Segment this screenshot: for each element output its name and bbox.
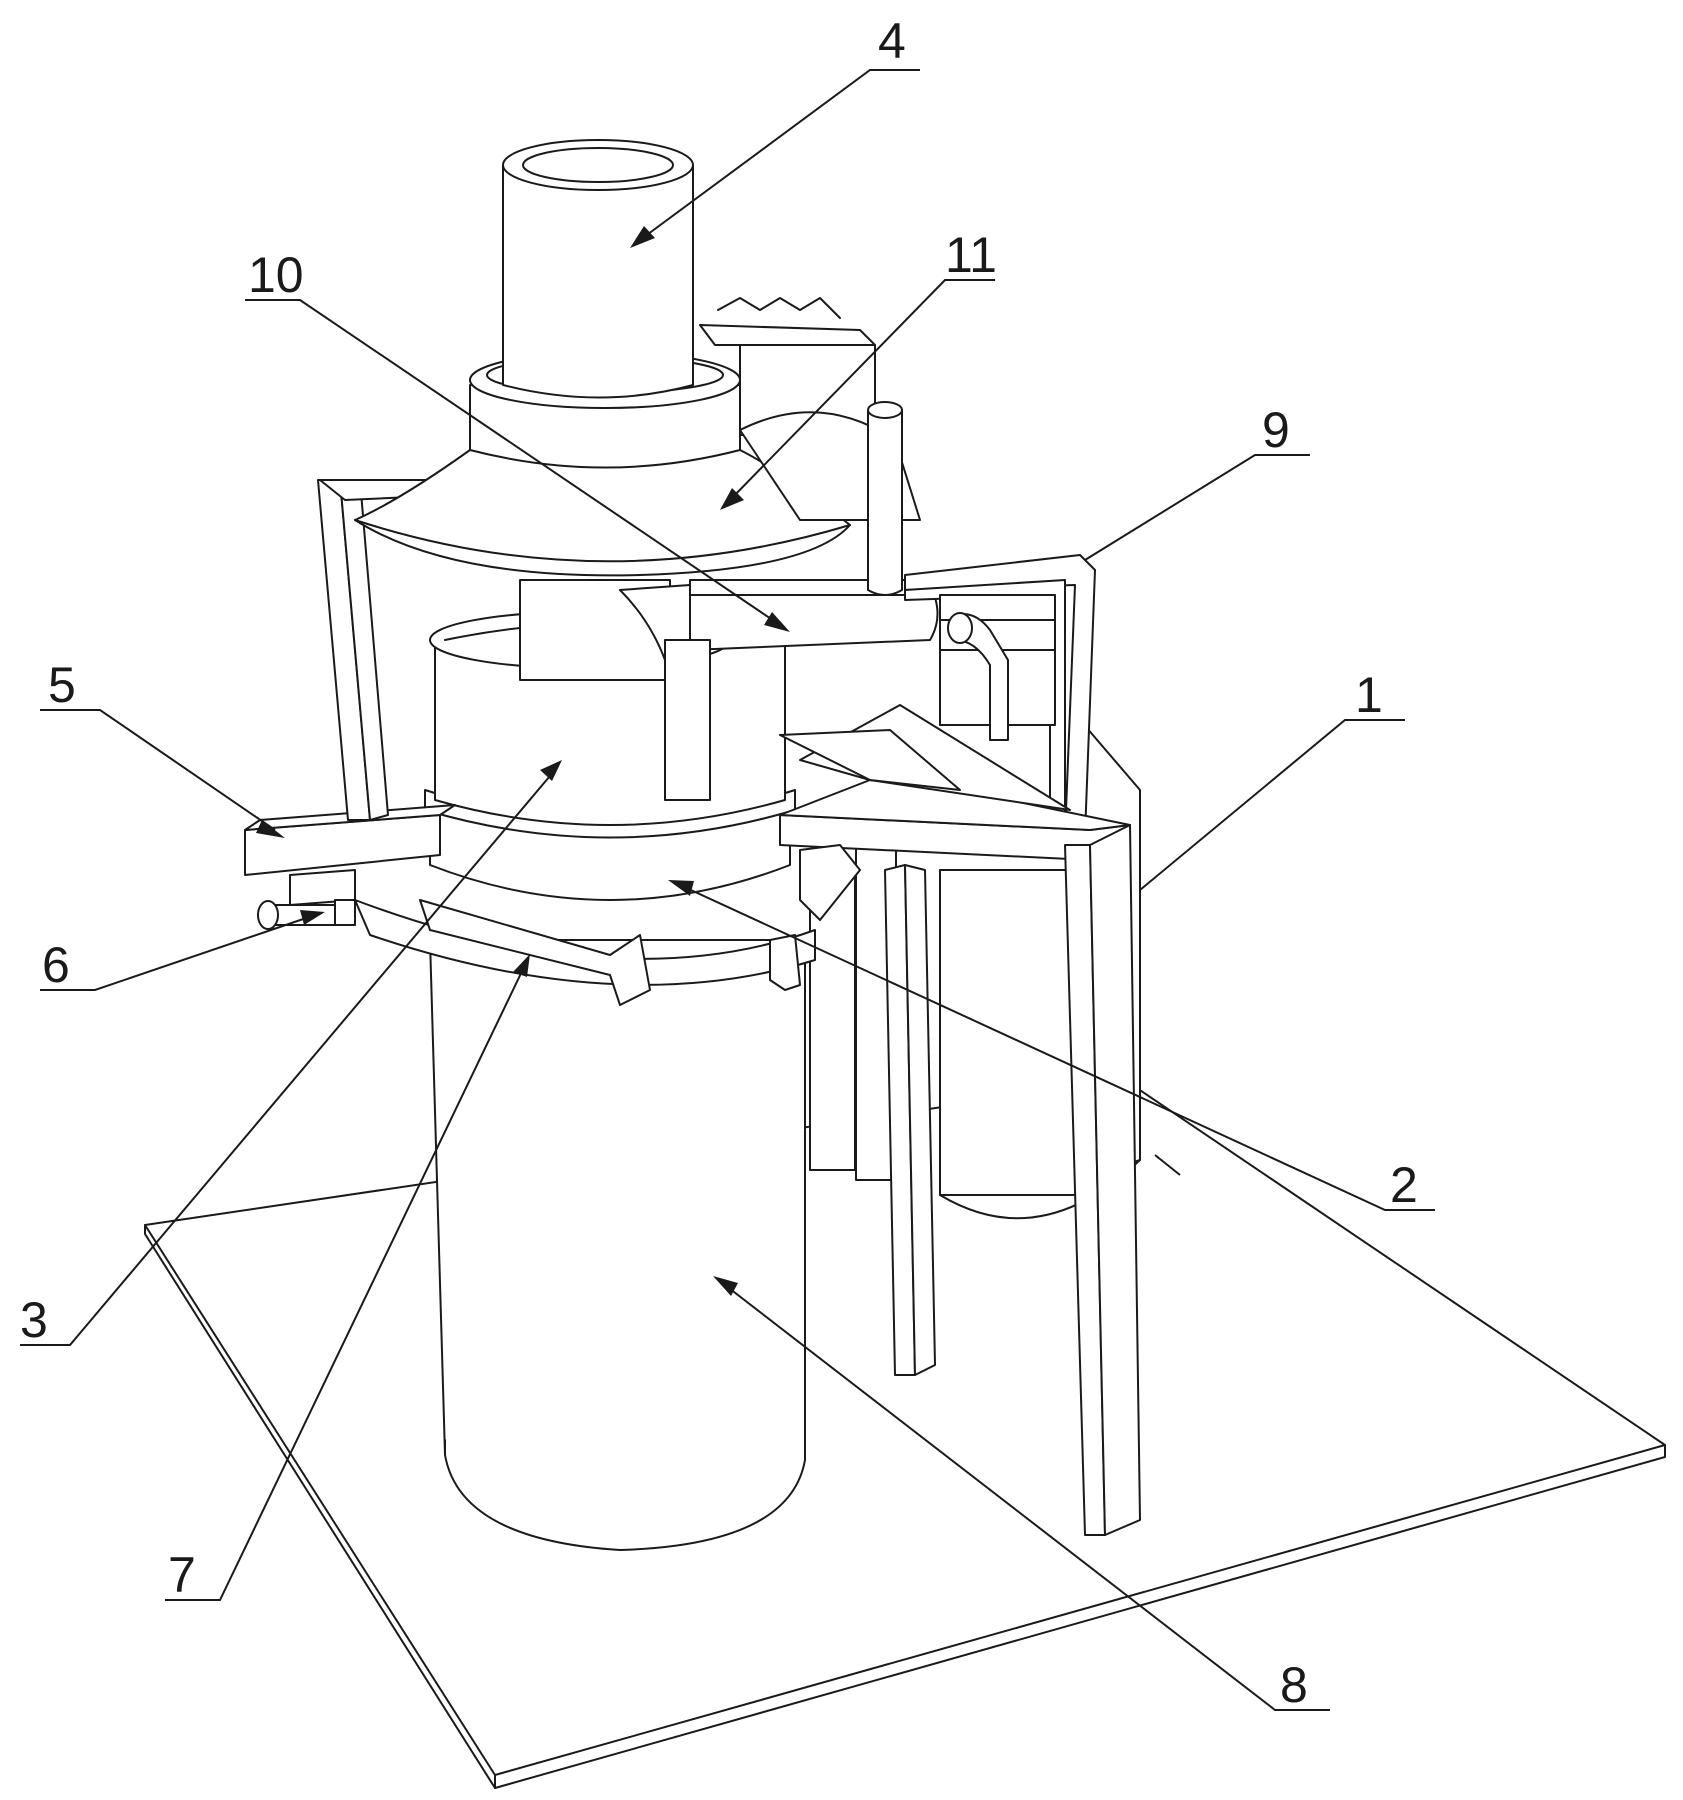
- label-2: 2: [1390, 1157, 1418, 1213]
- small-brace: [799, 844, 861, 921]
- motor-block: [699, 297, 921, 521]
- front-legs: [884, 864, 936, 1376]
- label-6: 6: [42, 937, 70, 993]
- label-9: 9: [1262, 402, 1290, 458]
- mid-platform: [779, 704, 1131, 861]
- label-5: 5: [48, 657, 76, 713]
- right-frame: [904, 554, 1096, 836]
- horizontal-bar-10: [619, 579, 939, 801]
- label-1: 1: [1355, 667, 1383, 723]
- label-8: 8: [1280, 1657, 1308, 1713]
- vertical-tube: [867, 401, 903, 596]
- label-10: 10: [248, 247, 304, 303]
- top-pipe: [502, 139, 694, 399]
- label-4: 4: [878, 13, 906, 69]
- label-3: 3: [20, 1292, 48, 1348]
- label-7: 7: [168, 1547, 196, 1603]
- bracket-arms: [354, 899, 816, 1006]
- right-leg: [1064, 824, 1141, 1536]
- label-11: 11: [945, 227, 997, 283]
- reference-labels: 4 10 11 9 1 5 6 3 7 2 8: [20, 13, 1418, 1713]
- main-cylinder: [429, 939, 806, 1551]
- leader-lines: [20, 69, 1435, 1711]
